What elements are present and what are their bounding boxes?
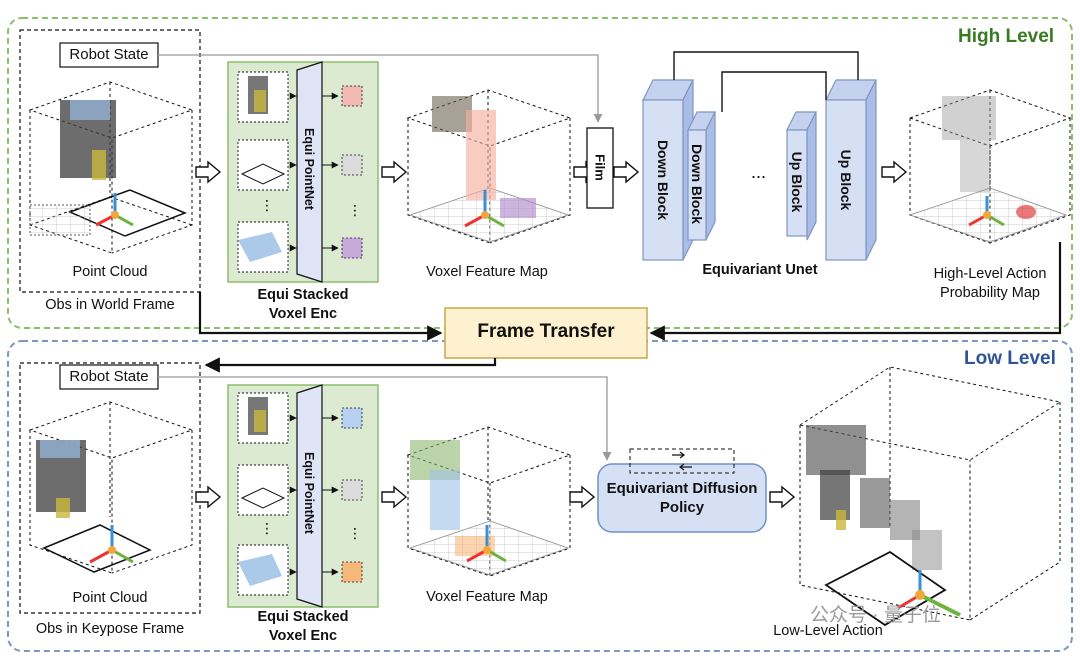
unet-ellipsis: ... bbox=[751, 162, 766, 182]
axes-icon-voxel-high bbox=[464, 190, 505, 228]
robot-state-label-low: Robot State bbox=[69, 368, 149, 385]
down-block-1-label: Down Block bbox=[655, 139, 671, 221]
svg-text:⋮: ⋮ bbox=[348, 525, 362, 541]
diffusion-policy-label-2: Policy bbox=[659, 499, 705, 516]
axes-icon-high bbox=[95, 193, 134, 227]
svg-text:⋮: ⋮ bbox=[260, 520, 274, 536]
high-level-panel bbox=[7, 17, 1073, 329]
film-box bbox=[586, 127, 614, 209]
point-cloud-label-low: Point Cloud bbox=[72, 590, 148, 606]
ellipsis-encoder-left-high: ⋮ bbox=[260, 197, 274, 213]
obs-world-frame-box bbox=[19, 29, 201, 293]
obs-world-frame-label: Obs in World Frame bbox=[45, 297, 175, 313]
skip-connection-inner bbox=[721, 71, 827, 112]
low-level-panel bbox=[7, 340, 1073, 652]
arrow-output-to-transfer bbox=[649, 242, 1062, 341]
film-label: Film bbox=[592, 154, 608, 181]
high-level-title: High Level bbox=[958, 26, 1055, 47]
low-level-action-label: Low-Level Action bbox=[773, 623, 883, 639]
frame-transfer-box bbox=[444, 307, 648, 359]
diffusion-loop-box bbox=[629, 448, 735, 474]
down-block-2-label: Down Block bbox=[689, 143, 705, 225]
pointnet-label-high: Equi PointNet bbox=[302, 128, 316, 210]
feature-cubes-high bbox=[341, 85, 363, 259]
obs-keypose-frame-box bbox=[19, 362, 201, 614]
voxel-feature-map-label-high: Voxel Feature Map bbox=[426, 264, 548, 280]
encoder-label-high-2: Voxel Enc bbox=[268, 306, 338, 322]
arrow-transfer-to-keypose bbox=[204, 357, 497, 373]
up-block-1-label: Up Block bbox=[789, 151, 805, 213]
point-cloud-label-high: Point Cloud bbox=[72, 264, 148, 280]
encoder-label-high-1: Equi Stacked bbox=[257, 287, 349, 303]
arrow-world-to-transfer bbox=[198, 292, 443, 341]
up-block-2-label: Up Block bbox=[838, 149, 854, 211]
unet-blocks bbox=[642, 79, 877, 261]
pointnet-label-low: Equi PointNet bbox=[302, 452, 316, 534]
frame-transfer-label: Frame Transfer bbox=[477, 321, 615, 342]
encoder-label-low-2: Voxel Enc bbox=[268, 628, 338, 644]
point-cloud-cube-low bbox=[28, 401, 194, 574]
obs-keypose-frame-label: Obs in Keypose Frame bbox=[35, 621, 185, 637]
high-level-output-label-1: High-Level Action bbox=[933, 266, 1047, 282]
floor-square-low bbox=[42, 524, 152, 573]
floor-square-high bbox=[67, 189, 188, 237]
skip-connection-outer bbox=[673, 51, 859, 80]
voxel-feature-map-label-low: Voxel Feature Map bbox=[426, 589, 548, 605]
diffusion-policy-box bbox=[597, 463, 767, 533]
svg-text:⋮: ⋮ bbox=[348, 202, 362, 218]
encoder-label-low-1: Equi Stacked bbox=[257, 609, 349, 625]
voxel-map-cube-low bbox=[406, 426, 572, 577]
unet-title: Equivariant Unet bbox=[702, 262, 818, 278]
diffusion-policy-label-1: Equivariant Diffusion bbox=[606, 480, 758, 497]
robot-state-label-high: Robot State bbox=[69, 46, 149, 63]
robot-state-box-low bbox=[59, 364, 159, 390]
pointnet-box-high bbox=[296, 61, 323, 283]
high-level-output-label-2: Probability Map bbox=[940, 285, 1040, 301]
watermark: 公众号 · 量子位 bbox=[810, 605, 941, 626]
pointnet-box-low bbox=[296, 384, 323, 608]
low-level-title: Low Level bbox=[964, 348, 1056, 369]
